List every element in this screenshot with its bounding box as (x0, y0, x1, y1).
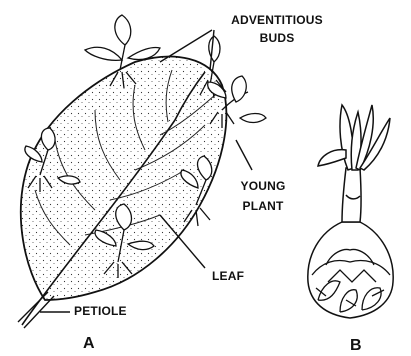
bulb-body (308, 222, 393, 318)
label-young-plant: YOUNG PLANT (232, 180, 294, 212)
label-panel-a: A (83, 336, 95, 352)
label-young-line2: PLANT (232, 200, 294, 212)
label-young-line1: YOUNG (232, 180, 294, 192)
bulb-leaf-curl (318, 150, 346, 166)
label-leaf: LEAF (212, 270, 244, 282)
bulb-stem (342, 168, 361, 222)
label-panel-b: B (350, 338, 362, 354)
bulb-diagram-b (308, 105, 393, 318)
label-adventitious-buds: ADVENTITIOUS BUDS (217, 14, 337, 44)
label-petiole: PETIOLE (74, 305, 127, 317)
label-adventitious-line1: ADVENTITIOUS (217, 14, 337, 26)
label-adventitious-line2: BUDS (217, 32, 337, 44)
